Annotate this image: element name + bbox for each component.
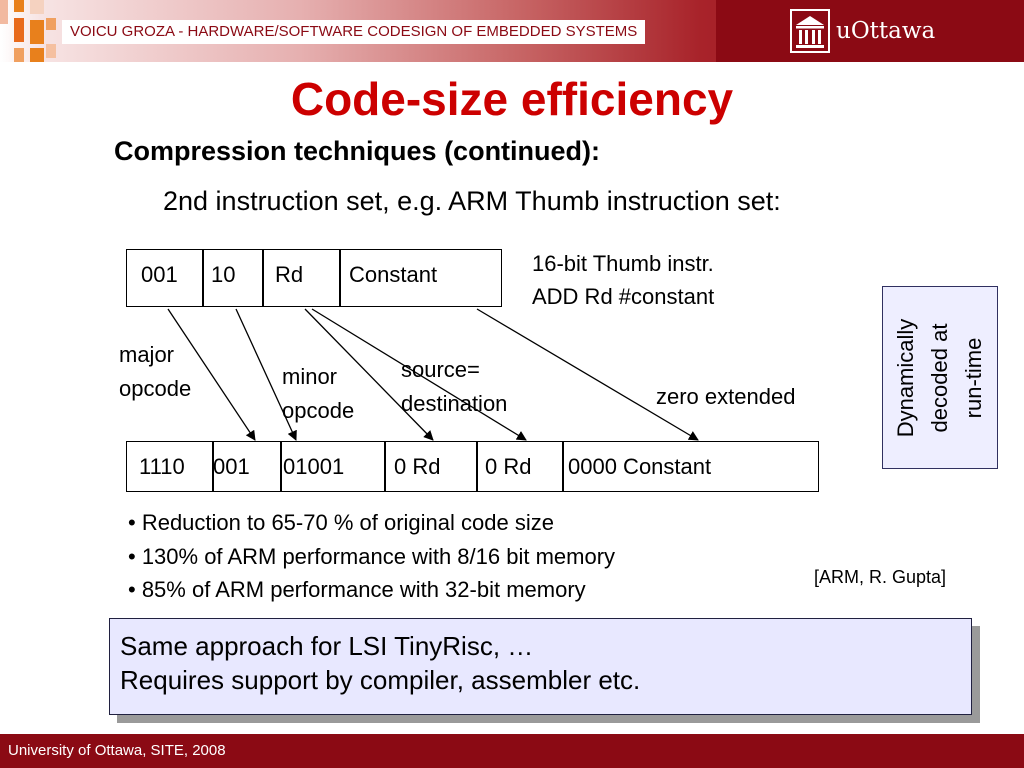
thumb-field-rd: Rd [275,262,304,287]
note-box: Same approach for LSI TinyRisc, … Requir… [109,618,972,715]
arm-instruction-format: 1110 001 01001 0 Rd 0 Rd 0000 Constant [126,441,819,492]
dynamic-note-line2: decoded at [927,323,952,432]
thumb-instruction-format: 001 10 Rd Constant [126,249,502,307]
rd-to-rd-arrow [311,308,527,441]
bullet-item: • Reduction to 65-70 % of original code … [128,510,554,535]
decorative-square [30,0,44,14]
bullet-list: • Reduction to 65-70 % of original code … [128,506,615,607]
thumb-field-major-opcode: 001 [141,262,178,287]
subtitle-instruction-set: 2nd instruction set, e.g. ARM Thumb inst… [163,186,781,216]
dynamic-note-line3: run-time [961,337,986,418]
major-opcode-arrow [167,308,256,441]
source-destination-label-line1: source= [401,357,480,382]
constant-arrow [476,308,699,441]
arm-field-rn: 0 Rd [394,454,441,479]
note-line2: Requires support by compiler, assembler … [120,665,641,695]
uottawa-logo: uOttawa [716,0,1024,62]
arm-field-opcode: 01001 [283,454,345,479]
arm-field-rd: 0 Rd [485,454,532,479]
citation: [ARM, R. Gupta] [814,567,947,587]
arm-field-constant: 0000 Constant [568,454,712,479]
dynamic-decoding-note: Dynamically decoded at run-time [882,286,998,469]
major-opcode-label-line2: opcode [119,376,192,401]
bullet-item: • 85% of ARM performance with 32-bit mem… [128,577,586,602]
course-title: VOICU GROZA - HARDWARE/SOFTWARE CODESIGN… [62,20,646,44]
slide-title: Code-size efficiency [290,73,734,125]
zero-extended-label: zero extended [656,384,796,409]
minor-opcode-label-line1: minor [282,364,338,389]
dynamic-note-line1: Dynamically [893,318,918,437]
source-destination-label-line2: destination [401,391,508,416]
thumb-caption-line1: 16-bit Thumb instr. [532,251,714,276]
minor-opcode-arrow [235,308,297,441]
decorative-square [46,44,56,58]
thumb-caption-line2: ADD Rd #constant [532,284,715,309]
footer-bar [0,734,1024,768]
note-line1: Same approach for LSI TinyRisc, … [120,631,534,661]
decorative-square [0,0,8,24]
university-building-icon [790,9,830,53]
decorative-square [46,18,56,30]
subtitle: Compression techniques (continued): [114,136,601,166]
decorative-square [14,0,24,12]
decorative-square [14,18,24,42]
rd-to-rn-arrow [304,308,434,441]
minor-opcode-label-line2: opcode [282,398,355,423]
thumb-field-minor-opcode: 10 [211,262,236,287]
decorative-square [14,48,24,62]
footer-text: University of Ottawa, SITE, 2008 [8,742,226,759]
major-opcode-label-line1: major [119,342,175,367]
thumb-field-constant: Constant [349,262,438,287]
logo-text: uOttawa [836,18,936,44]
decorative-square [30,48,44,62]
decorative-square [30,20,44,44]
arm-field-condition: 1110 [139,454,185,479]
bullet-item: • 130% of ARM performance with 8/16 bit … [128,543,616,569]
arm-field-class: 001 [213,454,250,479]
